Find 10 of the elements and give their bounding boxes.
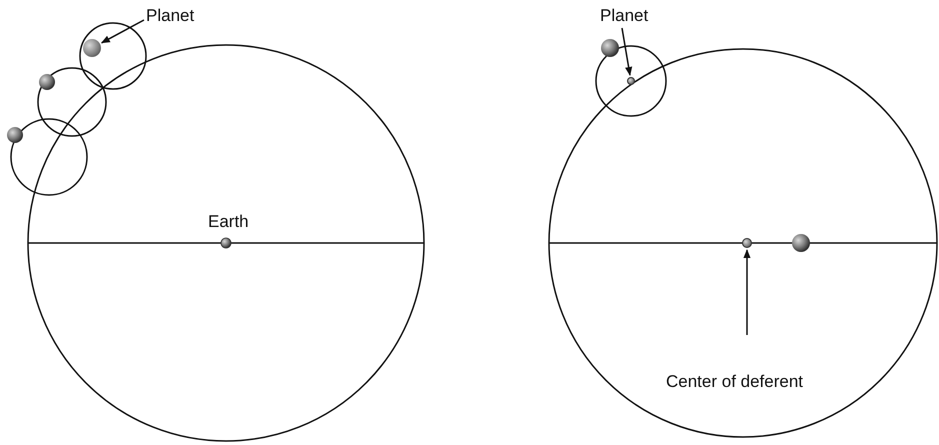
leader-arrow bbox=[100, 19, 144, 44]
center-dot bbox=[742, 238, 752, 248]
callout-label: Planet bbox=[600, 6, 648, 26]
planet-sphere bbox=[83, 39, 101, 57]
center-dot bbox=[627, 77, 635, 85]
body-label: Earth bbox=[208, 212, 249, 232]
leader-arrow bbox=[743, 249, 751, 335]
leader-arrow bbox=[621, 28, 632, 76]
callout-label: Center of deferent bbox=[666, 372, 804, 392]
callout-label: Planet bbox=[146, 6, 194, 26]
